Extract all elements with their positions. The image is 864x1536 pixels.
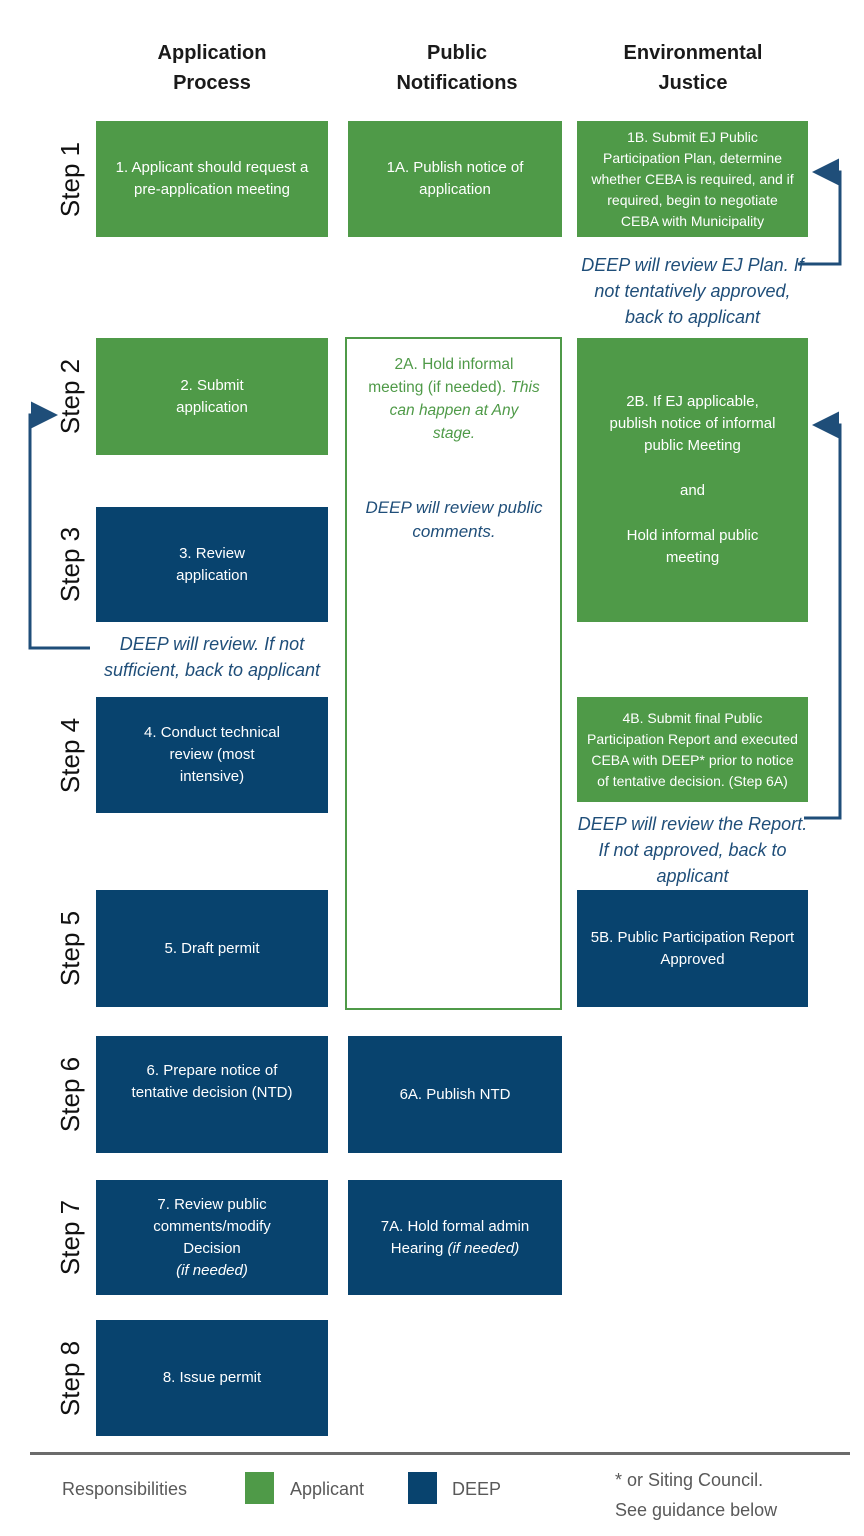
column-header-application-process: Application Process	[157, 42, 267, 94]
step-label-4: Step 4	[55, 717, 86, 793]
box-1a-publish-notice: 1A. Publish notice of application	[348, 121, 562, 237]
step-label-7: Step 7	[55, 1199, 86, 1276]
box-5b-report-approved: 5B. Public Participation Report Approved	[577, 890, 808, 1007]
annotation-deep-review-report: DEEP will review the Report. If not appr…	[577, 814, 808, 886]
applicant-color-swatch	[245, 1472, 274, 1504]
box-1-pre-application-meeting: 1. Applicant should request a pre-applic…	[96, 121, 328, 237]
box-5-draft-permit: 5. Draft permit	[96, 890, 328, 1007]
step-label-5: Step 5	[55, 910, 86, 987]
column-header-public-notifications: Public Notifications	[396, 42, 518, 94]
column-header-environmental-justice: Environmental Justice	[623, 42, 763, 94]
box-7-review-comments: 7. Review public comments/modify Decisio…	[96, 1180, 328, 1295]
deep-color-swatch	[408, 1472, 437, 1504]
step-label-1: Step 1	[55, 141, 86, 217]
box-2b-informal-public-meeting: 2B. If EJ applicable, publish notice of …	[577, 338, 808, 622]
legend-footnote: * or Siting Council. See guidance below	[615, 1470, 778, 1520]
box-2a-hold-informal-meeting: 2A. Hold informal meeting (if needed). T…	[368, 356, 540, 442]
note-deep-review-comments: DEEP will review public comments.	[365, 498, 543, 541]
step-label-6: Step 6	[55, 1056, 86, 1133]
legend-divider	[30, 1452, 850, 1455]
box-3-review-application: 3. Review application	[96, 507, 328, 622]
box-6-prepare-ntd: 6. Prepare notice of tentative decision …	[96, 1036, 328, 1153]
annotation-deep-review-ej-plan: DEEP will review EJ Plan. If not tentati…	[581, 255, 804, 327]
box-8-issue-permit: 8. Issue permit	[96, 1320, 328, 1436]
step-label-8: Step 8	[55, 1340, 86, 1416]
step-label-2: Step 2	[55, 358, 86, 435]
public-notifications-outline-box	[345, 337, 562, 1010]
box-2-submit-application: 2. Submit application	[96, 338, 328, 455]
legend-deep-label: DEEP	[452, 1479, 502, 1499]
legend-title: Responsibilities	[62, 1479, 188, 1499]
box-7a-formal-hearing: 7A. Hold formal admin Hearing (if needed…	[348, 1180, 562, 1295]
step-label-3: Step 3	[55, 526, 86, 603]
box-4-technical-review: 4. Conduct technical review (most intens…	[96, 697, 328, 813]
arrow-back-to-box2b	[804, 411, 842, 820]
legend-applicant-label: Applicant	[290, 1479, 365, 1499]
annotation-deep-review-sufficient: DEEP will review. If not sufficient, bac…	[103, 634, 321, 680]
box-6a-publish-ntd: 6A. Publish NTD	[348, 1036, 562, 1153]
box-4b-submit-final-report: 4B. Submit final Public Participation Re…	[577, 697, 808, 802]
box-1b-submit-ej-plan: 1B. Submit EJ Public Participation Plan,…	[577, 121, 808, 237]
